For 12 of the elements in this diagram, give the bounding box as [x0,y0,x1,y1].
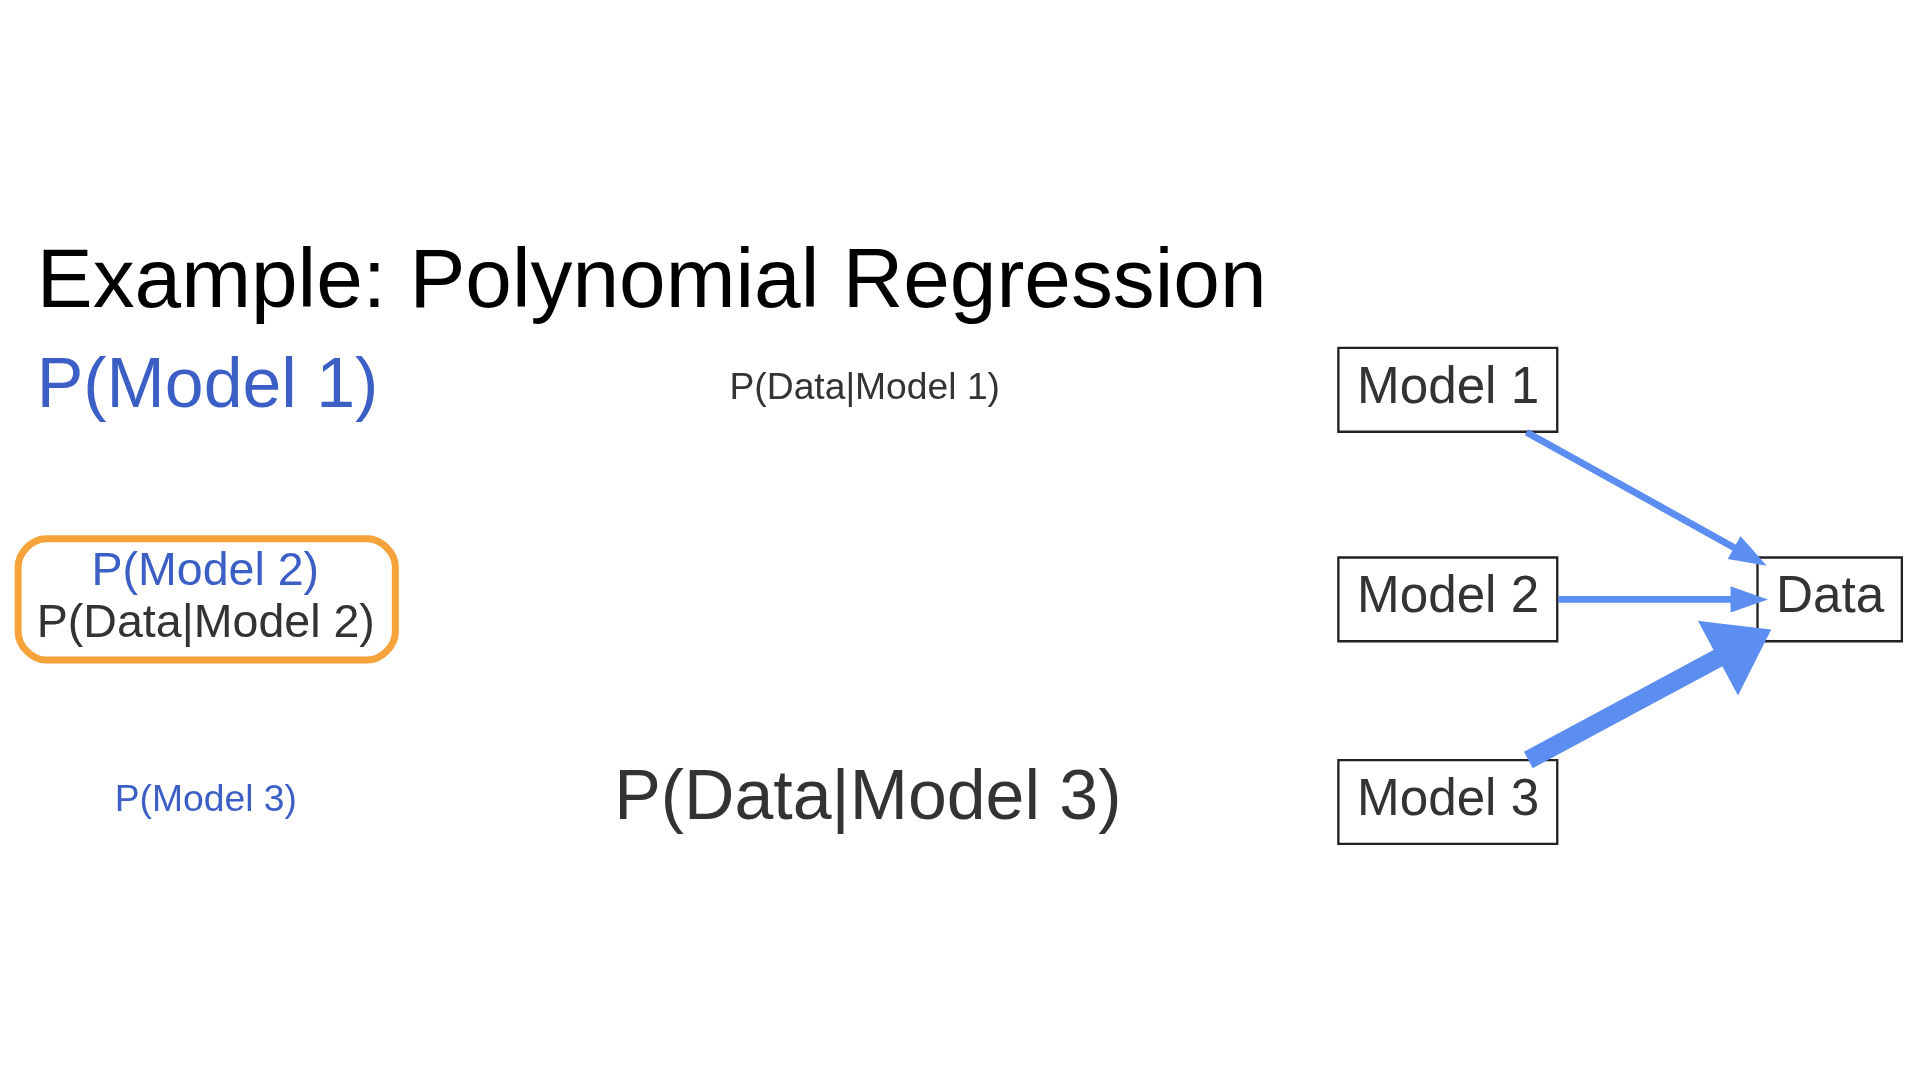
label: P(Model 3) [114,776,297,819]
label: P(Model 1) [36,344,379,423]
node-box: Model 2 [1337,556,1559,643]
arrow [1524,429,1767,566]
arrow [1523,620,1772,769]
node-box: Model 3 [1337,758,1559,846]
label: P(Data|Model 3) [614,756,1122,835]
node-box: Model 1 [1337,346,1559,433]
node-box: Data [1756,556,1904,643]
diagram-title: Example: Polynomial Regression [36,230,1267,325]
node-box: P(Model 2) P(Data|Model 2) [14,535,399,664]
label: P(Data|Model 1) [729,364,1001,407]
